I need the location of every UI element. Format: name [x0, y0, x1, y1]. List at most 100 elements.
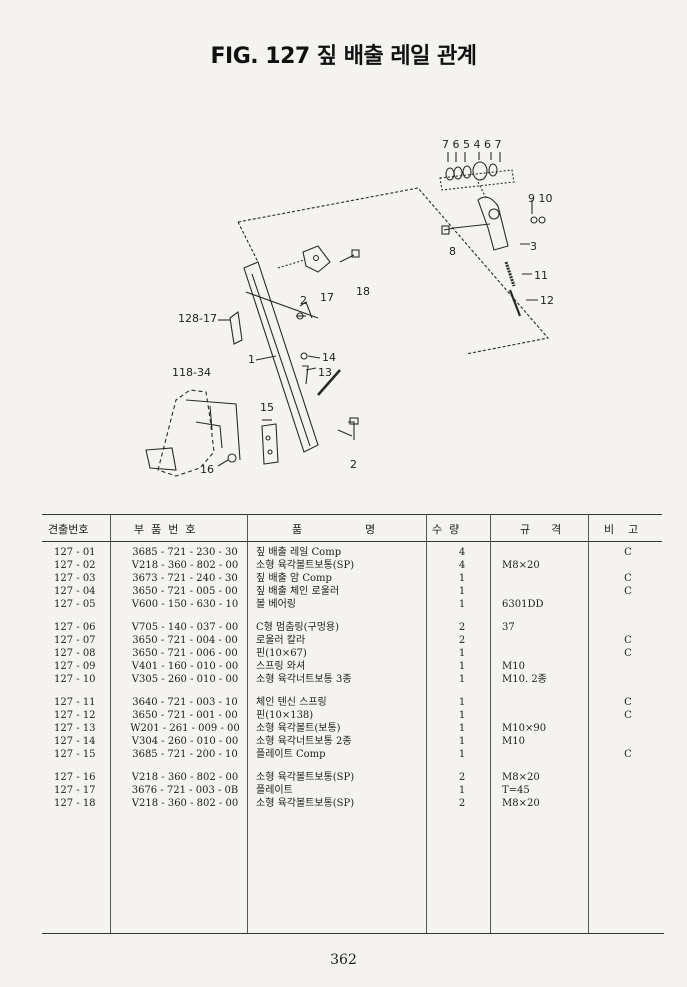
header-no: 견출번호 — [48, 523, 89, 536]
label-14: 14 — [322, 351, 336, 364]
column-divider — [490, 514, 491, 934]
cell-part-number: W201 - 261 - 009 - 00 — [130, 723, 240, 734]
header-remarks: 비 고 — [604, 523, 639, 536]
cell-quantity: 2 — [458, 772, 466, 783]
page-number: 362 — [330, 952, 357, 968]
cell-no: 127 - 12 — [54, 710, 96, 721]
cell-part-number: 3650 - 721 - 004 - 00 — [132, 635, 238, 646]
cell-no: 127 - 13 — [54, 723, 96, 734]
cell-part-number: 3673 - 721 - 240 - 30 — [132, 573, 238, 584]
cell-part-number: V401 - 160 - 010 - 00 — [131, 661, 239, 672]
cell-part-number: V705 - 140 - 037 - 00 — [131, 622, 239, 633]
cell-spec: 6301DD — [502, 599, 544, 610]
cell-quantity: 1 — [458, 736, 466, 747]
cell-no: 127 - 14 — [54, 736, 96, 747]
cell-part-name: 소형 육각너트보통 2종 — [256, 736, 352, 747]
bracket-128-17 — [229, 311, 243, 345]
cell-no: 127 - 11 — [54, 697, 96, 708]
cell-spec: M8×20 — [502, 772, 540, 783]
label-128-17: 128-17 — [178, 312, 217, 325]
label-13: 13 — [318, 366, 332, 379]
cell-quantity: 1 — [458, 586, 466, 597]
cell-remarks: C — [624, 547, 632, 558]
label-2-upper: 2 — [300, 294, 307, 307]
cell-no: 127 - 17 — [54, 785, 96, 796]
cell-no: 127 - 04 — [54, 586, 96, 597]
cell-part-name: 소형 육각볼트(보통) — [256, 723, 341, 734]
label-9-10: 9 10 — [528, 192, 553, 205]
column-divider — [426, 514, 427, 934]
cell-part-number: V218 - 360 - 802 - 00 — [131, 560, 239, 571]
cell-no: 127 - 03 — [54, 573, 96, 584]
cell-part-name: 핀(10×67) — [256, 648, 307, 659]
cell-part-name: 플레이트 Comp — [256, 749, 326, 760]
cell-part-number: V218 - 360 - 802 - 00 — [131, 798, 239, 809]
cell-remarks: C — [624, 586, 632, 597]
cell-no: 127 - 05 — [54, 599, 96, 610]
cell-part-name: 소형 육각너트보통 3종 — [256, 674, 352, 685]
header-quantity: 수 량 — [432, 523, 460, 536]
cell-no: 127 - 15 — [54, 749, 96, 760]
label-3: 3 — [530, 240, 537, 253]
label-16: 16 — [200, 463, 214, 476]
header-part-name: 품 명 — [292, 523, 376, 536]
cell-part-number: V600 - 150 - 630 - 10 — [131, 599, 239, 610]
cell-quantity: 1 — [458, 723, 466, 734]
cell-no: 127 - 09 — [54, 661, 96, 672]
cell-quantity: 1 — [458, 661, 466, 672]
cell-remarks: C — [624, 635, 632, 646]
spring-11 — [504, 261, 516, 287]
cell-spec: M8×20 — [502, 560, 540, 571]
plate-17 — [302, 245, 331, 273]
page-title: FIG. 127 짚 배출 레일 관계 — [210, 44, 477, 69]
label-8: 8 — [449, 245, 456, 258]
cell-part-name: 소형 육각볼트보통(SP) — [256, 560, 355, 571]
label-15: 15 — [260, 401, 274, 414]
label-18: 18 — [356, 285, 370, 298]
cell-part-name: 핀(10×138) — [256, 710, 314, 721]
frame-outline — [237, 187, 550, 355]
cell-no: 127 - 10 — [54, 674, 96, 685]
parts-diagram: 7 6 5 4 6 7 9 10 8 3 11 12 17 18 2 128-1… — [145, 138, 554, 477]
table-row: 127 - 13 W201 - 261 - 009 - 00 소형 육각볼트(보통)… — [42, 722, 662, 735]
label-17: 17 — [320, 291, 334, 304]
cell-part-name: 스프링 와셔 — [256, 661, 306, 672]
table-row: 127 - 18 V218 - 360 - 802 - 00 소형 육각볼트보통(S… — [42, 797, 662, 810]
table-row: 127 - 03 3673 - 721 - 240 - 30 짚 배출 암 Comp… — [42, 572, 662, 585]
table-row: 127 - 09 V401 - 160 - 010 - 00 스프링 와셔 1 M10 — [42, 660, 662, 673]
parts-table-header: 견출번호 부 품 번 호 품 명 수 량 규 격 비 고 — [42, 514, 662, 542]
cell-part-name: 짚 배출 암 Comp — [256, 573, 332, 584]
bolt-2-lower — [348, 421, 355, 440]
cell-part-name: 소형 육각볼트보통(SP) — [256, 798, 355, 809]
cell-spec: M10 — [502, 736, 525, 747]
label-12: 12 — [540, 294, 554, 307]
cell-spec: M10×90 — [502, 723, 547, 734]
header-spec: 규 격 — [520, 523, 562, 536]
cell-quantity: 1 — [458, 785, 466, 796]
cell-part-number: 3685 - 721 - 230 - 30 — [132, 547, 238, 558]
header-part-number: 부 품 번 호 — [134, 523, 196, 536]
cell-no: 127 - 18 — [54, 798, 96, 809]
cell-quantity: 1 — [458, 697, 466, 708]
cell-spec: M10 — [502, 661, 525, 672]
cell-no: 127 - 16 — [54, 772, 96, 783]
cell-quantity: 2 — [458, 635, 466, 646]
cell-spec: M8×20 — [502, 798, 540, 809]
cell-quantity: 2 — [458, 622, 466, 633]
cell-remarks: C — [624, 749, 632, 760]
cell-part-number: 3685 - 721 - 200 - 10 — [132, 749, 238, 760]
frame-118-34 — [157, 389, 215, 477]
row-group-gap — [42, 611, 662, 621]
cell-spec: 37 — [502, 622, 515, 633]
cell-quantity: 2 — [458, 798, 466, 809]
cell-quantity: 1 — [458, 648, 466, 659]
column-divider — [588, 514, 589, 934]
